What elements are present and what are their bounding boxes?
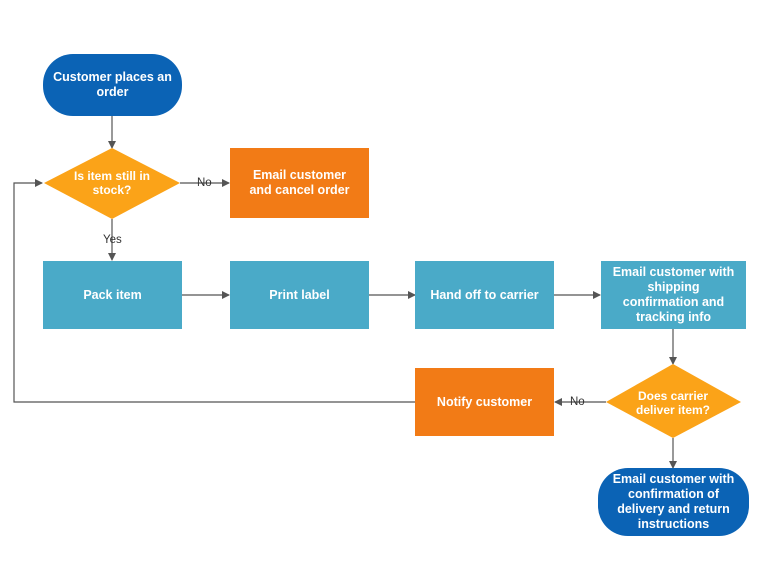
cancel-order-node-label: Email customer and cancel order bbox=[249, 168, 350, 197]
cancel-order-node: Email customer and cancel order bbox=[230, 148, 369, 218]
notify-customer-node: Notify customer bbox=[415, 368, 554, 436]
edge-label-stock-yes: Yes bbox=[103, 234, 122, 246]
decision-carrier-delivers-label: Does carrier deliver item? bbox=[635, 389, 711, 417]
pack-item-node: Pack item bbox=[43, 261, 182, 329]
hand-off-node: Hand off to carrier bbox=[415, 261, 554, 329]
edge-label-stock-no: No bbox=[197, 177, 212, 189]
shipping-email-node: Email customer with shipping confirmatio… bbox=[601, 261, 746, 329]
pack-item-node-label: Pack item bbox=[83, 287, 142, 302]
decision-in-stock-shape bbox=[44, 148, 180, 219]
shipping-email-node-label: Email customer with shipping confirmatio… bbox=[612, 265, 735, 324]
start-node-label: Customer places an order bbox=[53, 70, 172, 99]
decision-carrier-delivers-shape bbox=[606, 364, 741, 438]
start-node: Customer places an order bbox=[43, 54, 182, 116]
print-label-node: Print label bbox=[230, 261, 369, 329]
notify-customer-node-label: Notify customer bbox=[436, 394, 533, 409]
print-label-node-label: Print label bbox=[269, 287, 330, 302]
delivery-email-node-label: Email customer with confirmation of deli… bbox=[612, 472, 735, 531]
decision-in-stock-label: Is item still in stock? bbox=[73, 169, 151, 197]
hand-off-node-label: Hand off to carrier bbox=[430, 287, 539, 302]
delivery-email-node: Email customer with confirmation of deli… bbox=[598, 468, 749, 536]
connector-notify-loop-to-stock bbox=[13, 179, 415, 403]
edge-label-deliver-no: No bbox=[570, 396, 585, 408]
